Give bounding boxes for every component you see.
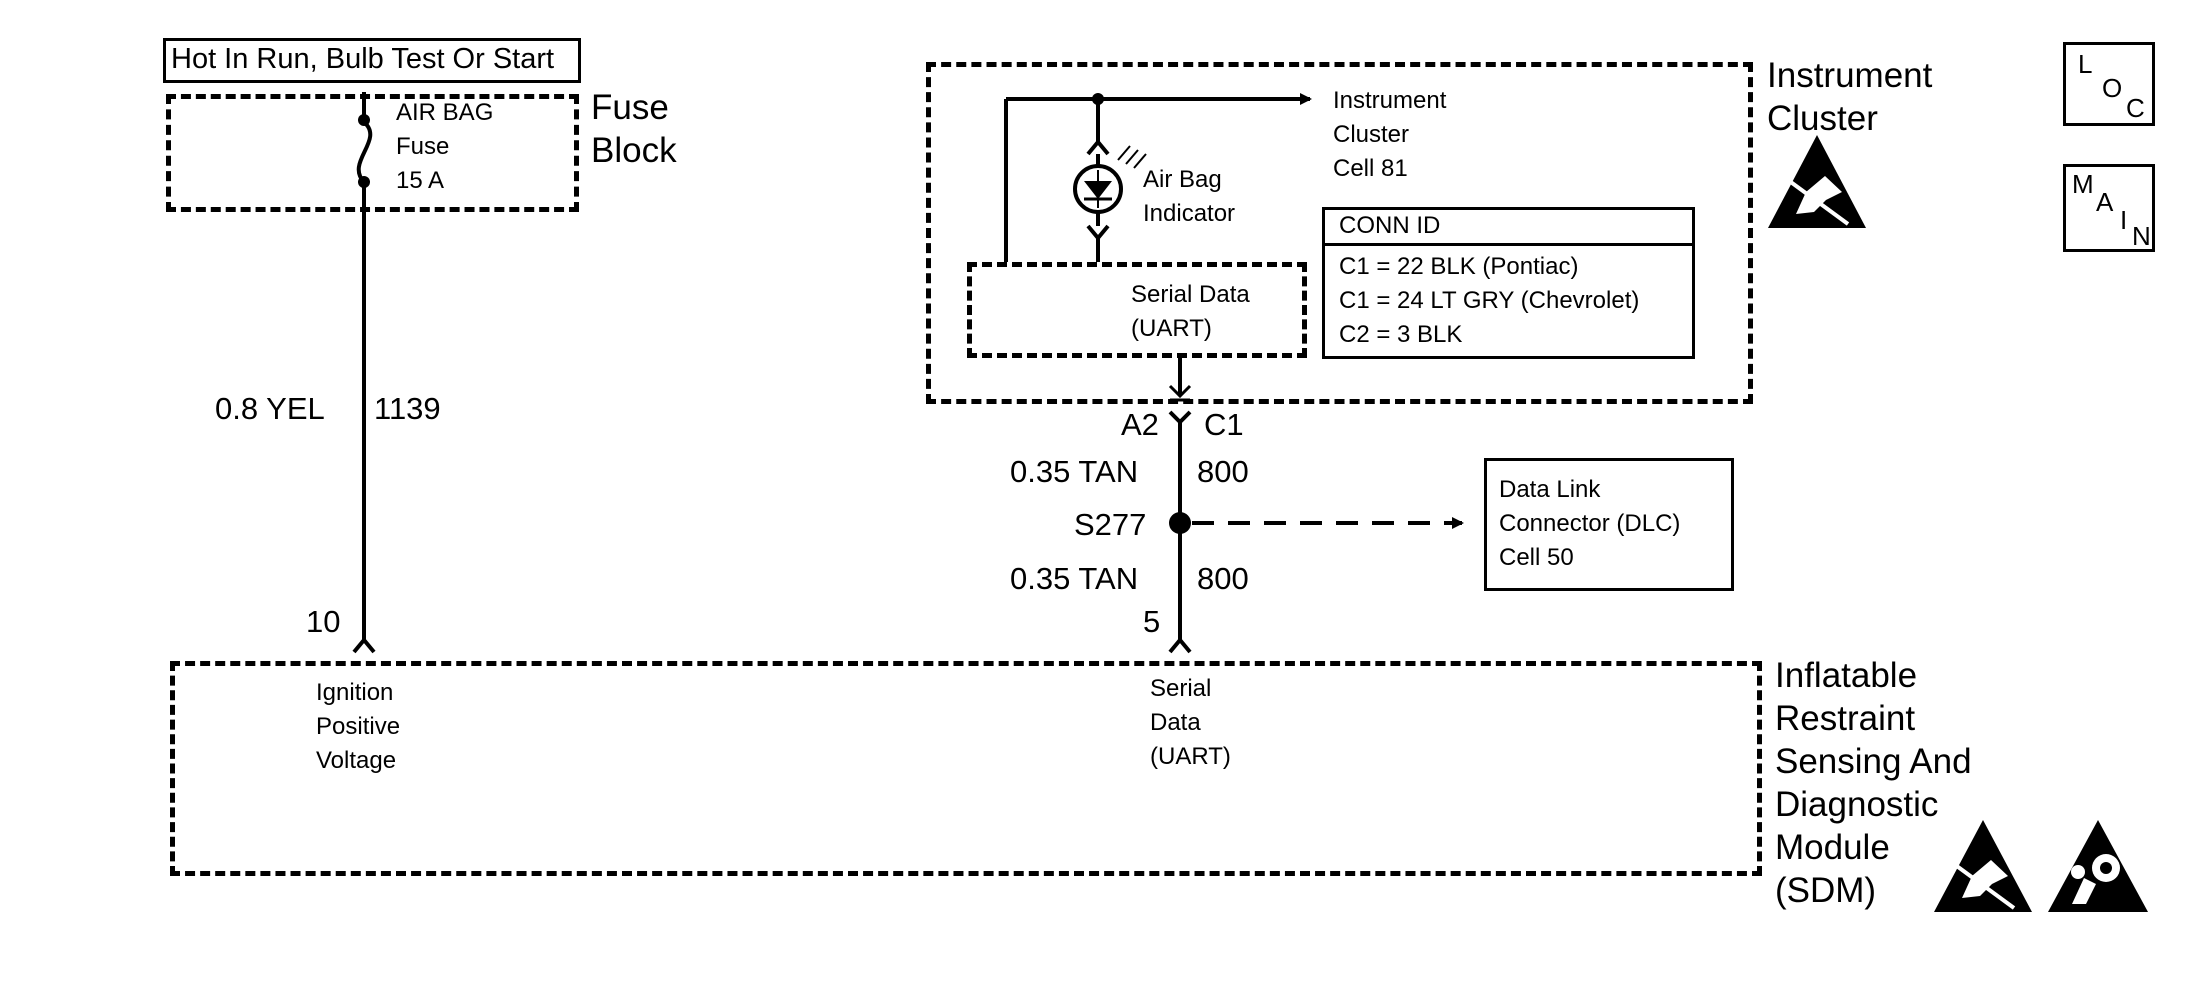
loc-c: C xyxy=(2126,93,2145,123)
splice-s277-label: S277 xyxy=(1074,507,1147,542)
dlc-label: Data Link Connector (DLC) Cell 50 xyxy=(1499,476,1681,571)
sdm-title: Inflatable Restraint Sensing And Diagnos… xyxy=(1775,656,1972,910)
esd-warning-icon xyxy=(1934,820,2032,912)
instrument-cluster-outline xyxy=(926,62,1753,404)
wire-800-upper-circuit: 800 xyxy=(1197,454,1249,489)
connector-pin-10 xyxy=(352,636,376,654)
esd-warning-icon xyxy=(1768,135,1866,228)
splice-s277-dot xyxy=(1169,512,1191,534)
wire-800-upper-gauge: 0.35 TAN xyxy=(1010,454,1139,489)
main-a: A xyxy=(2096,187,2114,217)
wire-1139-circuit: 1139 xyxy=(374,391,441,426)
wire-800-lower-gauge: 0.35 TAN xyxy=(1010,561,1139,596)
fuse-symbol xyxy=(356,92,373,188)
sdm-ignition-label: Ignition Positive Voltage xyxy=(316,679,401,774)
fuse-block-title: Fuse Block xyxy=(591,88,677,170)
fuse-label: AIR BAG Fuse 15 A xyxy=(396,99,494,194)
airbag-warning-icon xyxy=(2048,820,2148,912)
sdm-serial-label: Serial Data (UART) xyxy=(1150,675,1231,770)
pin-c1-label: C1 xyxy=(1204,407,1244,442)
dlc-box xyxy=(1484,458,1734,591)
wire-1139-gauge: 0.8 YEL xyxy=(215,391,325,426)
conn-id-title: CONN ID xyxy=(1325,210,1692,246)
cluster-serial-data-label: Serial Data (UART) xyxy=(1131,281,1250,342)
wire-800-lower-circuit: 800 xyxy=(1197,561,1249,596)
sdm-outline xyxy=(170,661,1762,876)
loc-button[interactable]: L O C xyxy=(2063,42,2155,126)
loc-l: L xyxy=(2078,49,2093,79)
main-i: I xyxy=(2120,205,2128,235)
instrument-cluster-ref: Instrument Cluster Cell 81 xyxy=(1333,87,1447,182)
instrument-cluster-title: Instrument Cluster xyxy=(1767,56,1933,138)
conn-id-table: CONN ID C1 = 22 BLK (Pontiac) C1 = 24 LT… xyxy=(1322,207,1695,359)
conn-id-line: C1 = 24 LT GRY (Chevrolet) xyxy=(1339,287,1640,314)
fuse-block-outline xyxy=(166,94,579,212)
main-n: N xyxy=(2132,221,2151,251)
pin-a2-label: A2 xyxy=(1121,407,1159,442)
main-m: M xyxy=(2072,169,2094,199)
cluster-serial-data-box xyxy=(967,262,1307,358)
conn-id-line: C2 = 3 BLK xyxy=(1339,321,1463,348)
pin-5-label: 5 xyxy=(1143,604,1161,639)
cluster-internal-wiring xyxy=(1004,93,1312,262)
main-button[interactable]: M A I N xyxy=(2063,164,2155,252)
power-source-box xyxy=(163,38,581,83)
air-bag-indicator-label: Air Bag Indicator xyxy=(1143,166,1236,227)
power-source-label: Hot In Run, Bulb Test Or Start xyxy=(171,43,555,75)
loc-o: O xyxy=(2102,73,2123,103)
pin-10-label: 10 xyxy=(306,604,341,639)
conn-id-line: C1 = 22 BLK (Pontiac) xyxy=(1339,253,1579,280)
